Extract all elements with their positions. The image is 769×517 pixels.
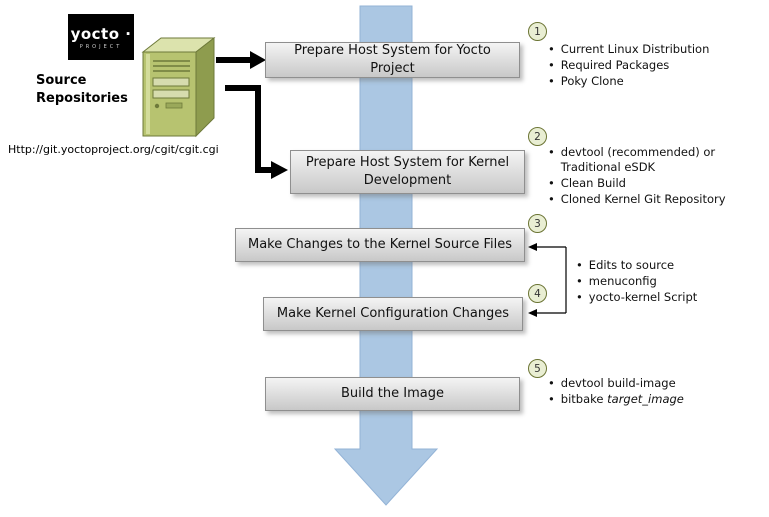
list-item: • Edits to source	[576, 258, 741, 273]
bullet-dot: •	[576, 258, 583, 272]
bullet-text: devtool build-image	[560, 376, 676, 390]
step-box-4: Make Kernel Configuration Changes	[263, 297, 523, 331]
yocto-logo: yocto · PROJECT	[68, 14, 134, 60]
list-item: • menuconfig	[576, 274, 741, 289]
bullet-text: menuconfig	[588, 273, 657, 288]
list-item: • bitbake target_image	[548, 392, 743, 407]
step-number-badge-2: 2	[528, 127, 547, 146]
bullet-text: yocto-kernel Script	[588, 289, 698, 304]
step-1-bullet-list: • Current Linux Distribution • Required Pa…	[548, 42, 753, 90]
step-box-4-label: Make Kernel Configuration Changes	[276, 306, 510, 322]
bullet-text: devtool (recommended) or Traditional eSD…	[560, 145, 716, 174]
list-item: • Cloned Kernel Git Repository	[548, 192, 733, 207]
bullet-text: bitbake target_image	[561, 392, 684, 407]
bullet-dot: •	[548, 391, 555, 406]
yocto-logo-project: PROJECT	[79, 43, 123, 50]
step-number-4: 4	[534, 287, 541, 300]
step-box-5: Build the Image	[265, 377, 520, 411]
step-number-2: 2	[534, 130, 541, 143]
yocto-logo-brand: yocto ·	[70, 24, 132, 43]
bullet-dot: •	[548, 175, 555, 190]
step-number-1: 1	[534, 25, 541, 38]
step-5-bullet-list: • devtool build-image • bitbake target_ima…	[548, 376, 743, 408]
step-box-3-label: Make Changes to the Kernel Source Files	[248, 237, 512, 253]
step-number-3: 3	[534, 217, 541, 230]
step-number-5: 5	[534, 362, 541, 375]
bullet-text-prefix: bitbake	[560, 391, 608, 406]
connector-shared-bullets-3-4	[528, 243, 567, 317]
bullet-text-italic: target_image	[607, 391, 684, 406]
list-item: • Poky Clone	[548, 74, 753, 89]
server-icon	[141, 36, 216, 138]
step-box-3: Make Changes to the Kernel Source Files	[235, 228, 525, 262]
bullet-dot: •	[548, 191, 555, 206]
bullet-dot: •	[548, 42, 555, 56]
list-item: • Clean Build	[548, 176, 733, 191]
arrow-server-to-step2	[225, 85, 288, 179]
step-box-2-label: Prepare Host System for Kernel Developme…	[305, 155, 510, 188]
step-box-1: Prepare Host System for Yocto Project	[265, 42, 520, 78]
bullet-dot: •	[576, 273, 583, 288]
step-box-1-label: Prepare Host System for Yocto Project	[294, 43, 491, 76]
list-item: • Required Packages	[548, 58, 753, 73]
source-repositories-url: Http://git.yoctoproject.org/cgit/cgit.cg…	[8, 143, 219, 156]
bullet-dot: •	[548, 376, 555, 390]
step-box-2: Prepare Host System for Kernel Developme…	[290, 150, 525, 194]
list-item: • yocto-kernel Script	[576, 290, 741, 305]
bullet-dot: •	[548, 57, 555, 72]
step-number-badge-4: 4	[528, 284, 547, 303]
bullet-text: Edits to source	[588, 258, 675, 272]
bullet-dot: •	[576, 289, 583, 304]
bullet-dot: •	[548, 73, 555, 88]
bullet-text: Poky Clone	[560, 73, 624, 88]
step-2-bullet-list: • devtool (recommended) or Traditional eS…	[548, 145, 733, 208]
bullet-text: Required Packages	[560, 57, 670, 72]
bullet-dot: •	[548, 145, 555, 159]
list-item: • devtool (recommended) or Traditional eS…	[548, 145, 733, 175]
list-item: • devtool build-image	[548, 376, 743, 391]
arrow-server-to-step1	[216, 51, 266, 69]
step-number-badge-1: 1	[528, 22, 547, 41]
step-number-badge-5: 5	[528, 359, 547, 378]
step-box-5-label: Build the Image	[341, 386, 444, 402]
step-number-badge-3: 3	[528, 214, 547, 233]
bullet-text: Current Linux Distribution	[560, 42, 710, 56]
steps-3-4-shared-bullet-list: • Edits to source • menuconfig • yocto-kern…	[576, 258, 741, 306]
bullet-text: Cloned Kernel Git Repository	[560, 191, 726, 206]
source-repositories-label: Source Repositories	[36, 73, 128, 106]
list-item: • Current Linux Distribution	[548, 42, 753, 57]
bullet-text: Clean Build	[560, 175, 626, 190]
